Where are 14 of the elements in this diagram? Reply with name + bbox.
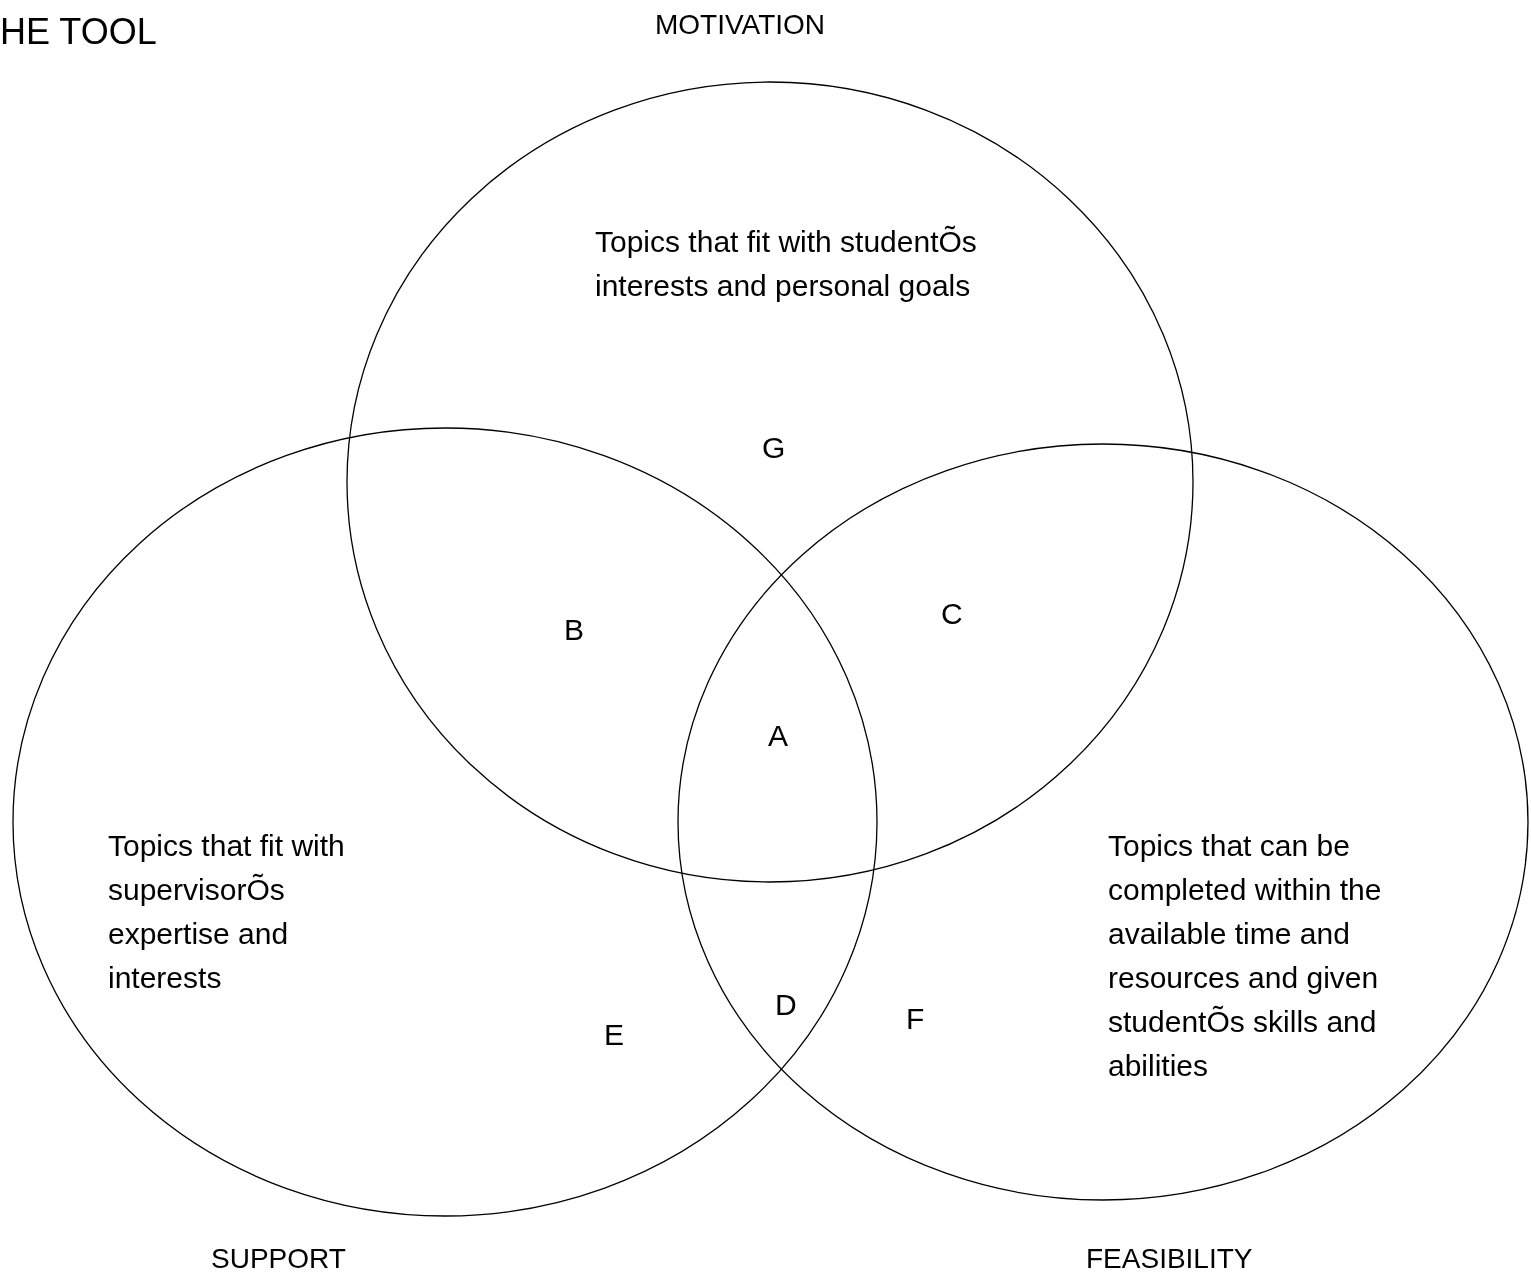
region-description: Topics that can be completed within the available time and resources and given studentÕs skills and abilities bbox=[1108, 828, 1383, 1084]
region-letter: E bbox=[604, 1017, 624, 1053]
region-letter: G bbox=[762, 430, 786, 466]
region-letter: D bbox=[775, 987, 797, 1023]
circle-heading: FEASIBILITY bbox=[1086, 1242, 1253, 1276]
page-title: HE TOOL bbox=[0, 10, 157, 54]
region-letter: B bbox=[564, 612, 584, 648]
region-description: Topics that fit with supervisorÕs expertise and interests bbox=[108, 828, 346, 996]
region-letter: A bbox=[768, 718, 788, 754]
region-description: Topics that fit with studentÕs interests and personal goals bbox=[595, 224, 978, 304]
circle-heading: MOTIVATION bbox=[655, 8, 826, 42]
circle-heading: SUPPORT bbox=[211, 1242, 346, 1276]
region-letter: F bbox=[906, 1001, 925, 1037]
region-letter: C bbox=[941, 596, 963, 632]
